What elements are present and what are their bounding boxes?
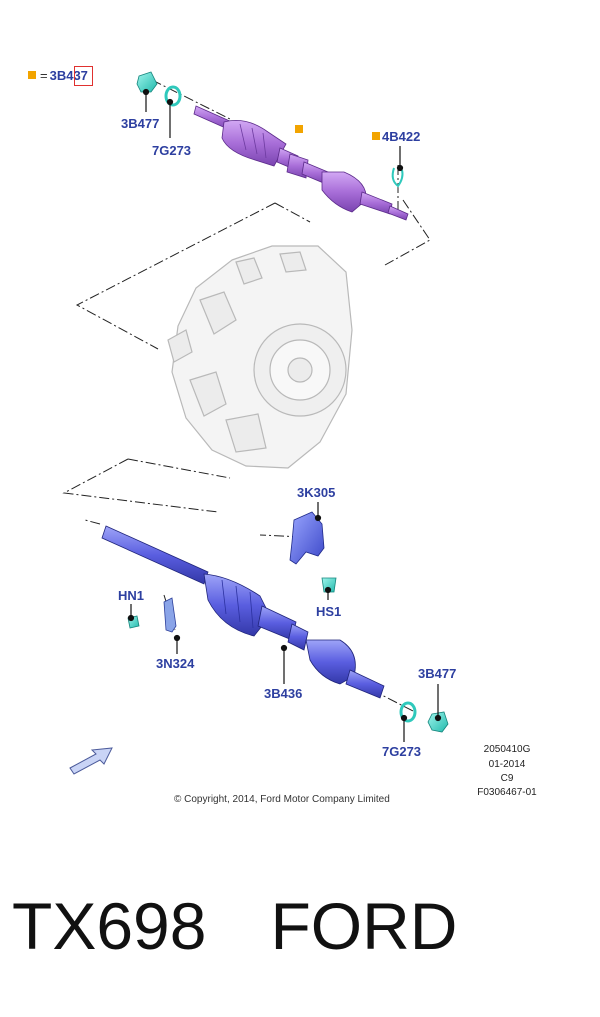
seal-7g273-upper — [164, 85, 182, 107]
callout-3b477-lower[interactable]: 3B477 — [418, 666, 457, 681]
drawing-code-line: 2050410G — [483, 744, 531, 755]
legend-equals: = — [40, 67, 48, 83]
drawing-code-line: 01-2014 — [488, 759, 526, 770]
brand-name: FORD — [270, 889, 458, 963]
direction-arrow-icon — [69, 747, 113, 775]
drawing-code-line: C9 — [500, 773, 514, 784]
part-marker-icon — [372, 132, 380, 140]
callout-3k305[interactable]: 3K305 — [297, 485, 336, 500]
circlip-4b422 — [391, 167, 404, 188]
legend-marker-icon — [28, 71, 36, 79]
nut-3b477-upper — [136, 71, 158, 93]
highlight-box — [74, 66, 93, 86]
upper-drive-shaft — [193, 105, 409, 221]
part-marker-icon — [295, 125, 303, 133]
lower-drive-shaft — [101, 525, 385, 699]
nut-3b477-lower — [427, 711, 449, 733]
callout-hs1[interactable]: HS1 — [316, 604, 342, 619]
exploded-parts-diagram — [62, 71, 449, 775]
transmission-housing — [167, 245, 353, 469]
footer-caption: TX698 FORD — [12, 888, 457, 964]
callout-7g273-lower[interactable]: 7G273 — [382, 744, 422, 759]
callout-hn1[interactable]: HN1 — [118, 588, 145, 603]
callout-pointers — [127, 88, 442, 742]
callout-3b436[interactable]: 3B436 — [264, 686, 303, 701]
callout-4b422[interactable]: 4B422 — [382, 129, 421, 144]
copyright-notice: © Copyright, 2014, Ford Motor Company Li… — [174, 794, 390, 805]
callout-3b477-upper[interactable]: 3B477 — [121, 116, 160, 131]
drawing-code-line: F0306467-01 — [477, 787, 537, 798]
bracket-3n324 — [163, 597, 177, 633]
part-number: TX698 — [12, 889, 207, 963]
callout-7g273-upper[interactable]: 7G273 — [152, 143, 192, 158]
legend-part-ref: 3B437 — [49, 67, 88, 83]
legend: = 3B437 — [28, 64, 93, 86]
seal-7g273-lower — [399, 701, 417, 723]
callout-3n324[interactable]: 3N324 — [156, 656, 195, 671]
